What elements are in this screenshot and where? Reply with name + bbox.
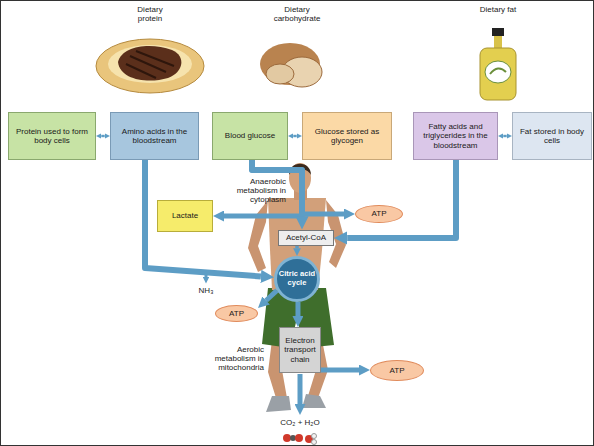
nutrient-box: Fat stored in body cells: [512, 112, 592, 160]
bottle-body: [480, 48, 516, 100]
bread: [260, 43, 322, 87]
node-text: ATP: [390, 366, 405, 375]
leader-arrow: [298, 374, 303, 404]
cycle-circle: Citric acid cycle: [274, 256, 320, 302]
annotation-label: Aerobic metabolism in mitochondria: [204, 345, 264, 373]
node-text: Lactate: [172, 211, 198, 220]
molecule: [312, 440, 317, 445]
node-text: Glucose stored as glycogen: [306, 127, 388, 145]
molecule: [295, 434, 303, 442]
dressing-bottle: [480, 28, 516, 100]
shoe: [302, 394, 326, 408]
nutrient-box: Fatty acids and triglycerides in the blo…: [413, 112, 498, 160]
steak: [118, 46, 181, 81]
flow-arrow: [224, 160, 302, 216]
node-text: Acetyl-CoA: [286, 233, 326, 242]
steak-plate: [96, 39, 204, 93]
flow-arrow: [293, 135, 296, 137]
node-text: Citric acid cycle: [277, 270, 317, 287]
bread-slice: [266, 64, 294, 84]
arm: [248, 200, 268, 272]
annotation-label: CO₂ + H₂O: [268, 418, 332, 427]
molecule: [312, 434, 317, 439]
nutrient-box: Glucose stored as glycogen: [302, 112, 392, 160]
flow-arrow: [503, 135, 506, 137]
node-text: Blood glucose: [225, 131, 275, 140]
atp-badge: ATP: [215, 305, 258, 322]
bottle-label: [485, 61, 511, 83]
atp-badge: ATP: [355, 205, 403, 223]
pathway-box: Electron transport chain: [279, 327, 321, 373]
annotation-label: Anaerobic metabolism in cytoplasm: [224, 177, 286, 205]
plate: [96, 39, 204, 93]
flow-arrow: [295, 246, 299, 249]
shoe: [266, 396, 291, 412]
flow-arrow: [266, 290, 277, 300]
nutrient-box: Blood glucose: [212, 112, 288, 160]
bottle-cap: [492, 28, 504, 36]
bottle-label-mark: [490, 68, 506, 74]
node-text: ATP: [372, 209, 387, 218]
metabolite-box: Lactate: [157, 200, 213, 232]
molecules: [283, 434, 317, 445]
intermediate-box: Acetyl-CoA: [278, 230, 334, 246]
nutrient-box: Protein used to form body cells: [8, 112, 96, 160]
bottle-neck: [494, 36, 502, 49]
atp-badge: ATP: [370, 360, 424, 381]
annotation-label: Dietary carbohydrate: [267, 5, 327, 23]
node-text: Fatty acids and triglycerides in the blo…: [417, 122, 494, 150]
nutrient-box: Amino acids in the bloodstream: [110, 112, 199, 160]
node-text: ATP: [229, 309, 244, 318]
node-text: Electron transport chain: [283, 336, 317, 364]
molecule: [283, 434, 291, 442]
annotation-label: Dietary fat: [478, 5, 518, 14]
flow-arrow: [295, 302, 300, 316]
flow-arrow: [101, 135, 104, 137]
node-text: Protein used to form body cells: [12, 127, 92, 145]
flow-arrow: [321, 368, 359, 373]
grill-marks: [126, 51, 174, 78]
plate-center: [108, 45, 192, 83]
annotation-label: NH₃: [195, 286, 217, 295]
node-text: Amino acids in the bloodstream: [114, 127, 195, 145]
flow-arrow: [347, 160, 456, 238]
annotation-label: Dietary protein: [125, 5, 175, 23]
node-text: Fat stored in body cells: [516, 127, 588, 145]
